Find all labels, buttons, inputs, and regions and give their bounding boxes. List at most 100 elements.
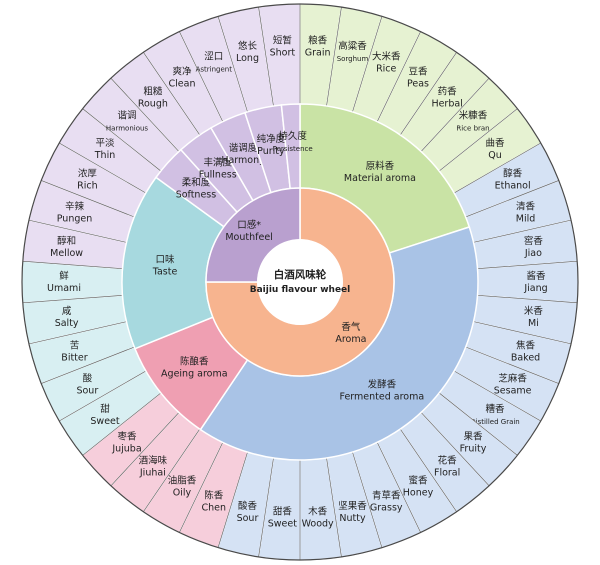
ring3-13-sesame-en: Sesame: [494, 385, 532, 396]
ring3-15-fruity-en: Fruity: [460, 444, 487, 455]
ring2-fullness-en: Fullness: [199, 170, 237, 181]
center-title-zh: 白酒风味轮: [274, 268, 327, 281]
ring3-39-astringent-zh: 涩口: [204, 51, 223, 62]
ring2-fermented-aroma-en: Fermented aroma: [340, 392, 425, 403]
ring3-20-woody-en: Woody: [302, 518, 334, 529]
ring3-32-mellow-zh: 醇和: [57, 235, 76, 247]
ring3-34-rich-zh: 浓厚: [78, 168, 98, 180]
ring3-36-harmonious-zh: 谐调: [117, 110, 136, 121]
ring2-harmony-en: Harmony: [221, 155, 265, 166]
ring2-purity-zh: 纯净度: [257, 133, 286, 145]
ring3-41-short-zh: 短暂: [273, 35, 293, 47]
ring3-10-jiang-zh: 酱香: [526, 270, 546, 282]
ring3-36-harmonious-en: Harmonious: [106, 124, 149, 132]
ring3-8-mild-en: Mild: [516, 213, 536, 224]
ring2-taste-zh: 口味: [156, 253, 176, 265]
wheel-center: 白酒风味轮 Baijiu flavour wheel: [250, 239, 351, 325]
ring2-taste-en: Taste: [152, 266, 178, 277]
ring3-25-jiuhai-zh: 酒海味: [139, 455, 168, 467]
ring3-0-grain-zh: 粮香: [308, 35, 328, 47]
ring3-18-grassy-zh: 青草香: [372, 490, 401, 502]
ring3-41-short-en: Short: [270, 48, 296, 59]
ring3-14-distilled-grain-en: Distilled Grain: [470, 418, 520, 426]
ring3-16-floral-zh: 花香: [438, 455, 458, 467]
ring3-32-mellow-en: Mellow: [50, 248, 83, 259]
ring1-mouthfeel-en: Mouthfeel: [225, 232, 272, 243]
ring3-33-pungen-en: Pungen: [57, 213, 93, 224]
ring3-11-mi-en: Mi: [528, 318, 539, 329]
ring3-28-sour-en: Sour: [76, 385, 98, 396]
center-title-en: Baijiu flavour wheel: [250, 285, 351, 295]
ring2-softness-zh: 柔和度: [182, 176, 211, 188]
ring3-21-sweet-zh: 甜香: [273, 505, 293, 517]
ring3-9-jiao-en: Jiao: [524, 248, 542, 259]
ring3-38-clean-en: Clean: [169, 79, 196, 90]
ring3-29-bitter-en: Bitter: [61, 353, 87, 364]
ring3-17-honey-zh: 蜜香: [408, 474, 428, 486]
ring3-8-mild-zh: 清香: [516, 200, 536, 212]
ring1-mouthfeel-zh: 口感*: [237, 219, 261, 231]
ring3-9-jiao-zh: 窖香: [524, 235, 544, 247]
ring3-24-oily-zh: 油脂香: [168, 474, 197, 486]
ring3-25-jiuhai-en: Jiuhai: [139, 468, 166, 479]
ring3-10-jiang-en: Jiang: [523, 283, 547, 294]
ring3-28-sour-zh: 酸: [83, 372, 93, 384]
ring2-material-aroma-zh: 原料香: [366, 160, 395, 172]
ring1-aroma-zh: 香气: [341, 321, 361, 333]
ring3-2-rice-zh: 大米香: [372, 50, 401, 62]
ring3-1-sorghum-zh: 高粱香: [338, 40, 367, 52]
ring3-22-sour-zh: 酸香: [238, 500, 258, 512]
ring3-21-sweet-en: Sweet: [268, 518, 297, 529]
ring2-fermented-aroma-zh: 发酵香: [368, 379, 397, 391]
ring2-harmony-zh: 谐调度: [229, 142, 258, 154]
ring2-persistence-zh: 持久度: [278, 130, 307, 142]
ring3-23-chen-zh: 陈香: [204, 490, 224, 502]
ring2-ageing-aroma-en: Ageing aroma: [161, 369, 228, 380]
ring3-16-floral-en: Floral: [434, 468, 460, 479]
ring3-4-herbal-en: Herbal: [431, 98, 462, 109]
ring3-3-peas-zh: 豆香: [408, 67, 428, 78]
ring3-26-jujuba-zh: 枣香: [117, 432, 137, 443]
ring3-6-qu-zh: 曲香: [485, 138, 505, 149]
ring1-mouthfeel-label: 口感*Mouthfeel: [225, 219, 272, 243]
ring3-2-rice-en: Rice: [376, 63, 396, 74]
ring2-ageing-aroma-zh: 陈酿香: [180, 356, 209, 368]
ring3-27-sweet-en: Sweet: [90, 416, 119, 427]
